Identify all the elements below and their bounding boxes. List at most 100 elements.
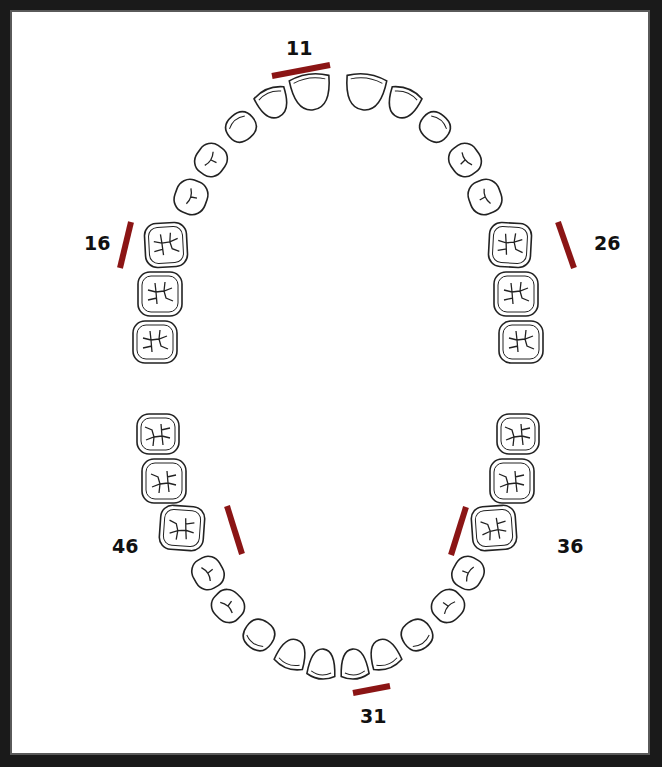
incisor-edge (258, 88, 281, 100)
tooth (206, 584, 250, 628)
molar-outline (494, 272, 538, 316)
molar-fissure (509, 330, 534, 352)
premolar-outline (170, 176, 212, 219)
premolar-outline (426, 584, 470, 628)
tooth (343, 71, 388, 112)
tooth (339, 648, 370, 681)
molar-fissure (145, 424, 170, 446)
premolar-outline (187, 552, 229, 595)
canine-outline (238, 614, 280, 656)
molar-outline (471, 505, 518, 552)
tooth (471, 505, 518, 552)
molar-fissure (505, 424, 530, 446)
molar-rim (141, 418, 175, 450)
premolar-fissure (438, 596, 456, 614)
incisor-outline (289, 71, 334, 112)
callout-number: 46 (112, 537, 138, 556)
tooth (273, 635, 311, 673)
incisor-edge (311, 671, 331, 676)
molar-rim (148, 226, 184, 264)
incisor-outline (383, 83, 424, 123)
premolar-fissure (220, 596, 238, 614)
incisor-outline (343, 71, 388, 112)
canine-outline (396, 614, 438, 656)
callout-number: 11 (286, 39, 312, 58)
marker-bar (227, 506, 242, 554)
molar-outline (133, 321, 177, 363)
tooth (190, 138, 233, 181)
tooth (464, 176, 506, 219)
marker-bar (272, 65, 330, 76)
canine-ridge (413, 635, 431, 649)
tooth (170, 176, 212, 219)
tooth (488, 222, 532, 268)
premolar-fissure (455, 152, 472, 170)
tooth (426, 584, 470, 628)
premolar-fissure (201, 563, 217, 581)
marker-bar (558, 222, 574, 268)
tooth (187, 552, 229, 595)
tooth (497, 414, 539, 454)
teeth-group (133, 71, 543, 680)
marker-bar (353, 686, 390, 693)
tooth (415, 107, 456, 148)
premolar-fissure (204, 152, 221, 170)
tooth (383, 83, 424, 123)
tooth (144, 222, 188, 268)
premolar-fissure (477, 188, 491, 206)
molar-outline (138, 272, 182, 316)
marker-bar (451, 507, 466, 555)
marker-bar (120, 222, 131, 268)
callout-number: 26 (594, 234, 620, 253)
incisor-edge (278, 658, 300, 668)
molar-rim (475, 509, 513, 547)
tooth (365, 635, 403, 673)
canine-ridge (245, 635, 263, 649)
molar-outline (499, 321, 543, 363)
callout-number: 31 (360, 707, 386, 726)
callout-number: 36 (557, 537, 583, 556)
tooth (221, 107, 262, 148)
molar-outline (137, 414, 179, 454)
marker-bars (120, 65, 574, 693)
premolar-outline (447, 552, 489, 595)
incisor-edge (345, 671, 365, 676)
molar-outline (144, 222, 188, 268)
tooth (159, 505, 206, 552)
tooth (238, 614, 280, 656)
canine-outline (415, 107, 456, 148)
incisor-edge (351, 76, 383, 83)
molar-rim (142, 276, 178, 312)
callout-number: 16 (84, 234, 110, 253)
premolar-outline (444, 138, 487, 181)
molar-rim (163, 509, 201, 547)
tooth (137, 414, 179, 454)
tooth (396, 614, 438, 656)
tooth (494, 272, 538, 316)
canine-ridge (431, 114, 448, 129)
tooth (289, 71, 334, 112)
molar-fissure (143, 330, 168, 352)
molar-outline (488, 222, 532, 268)
molar-rim (146, 463, 182, 499)
molar-fissure (151, 471, 176, 493)
incisor-outline (339, 648, 370, 681)
molar-fissure (168, 517, 194, 541)
molar-rim (503, 325, 539, 359)
tooth (133, 321, 177, 363)
molar-outline (497, 414, 539, 454)
molar-fissure (153, 232, 179, 255)
molar-rim (498, 276, 534, 312)
frame-panel (10, 10, 650, 755)
premolar-fissure (185, 188, 199, 206)
molar-fissure (499, 471, 524, 493)
molar-outline (490, 459, 534, 503)
molar-rim (492, 226, 528, 264)
canine-ridge (228, 114, 245, 129)
tooth (444, 138, 487, 181)
molar-rim (137, 325, 173, 359)
tooth (490, 459, 534, 503)
premolar-outline (464, 176, 506, 219)
molar-outline (142, 459, 186, 503)
